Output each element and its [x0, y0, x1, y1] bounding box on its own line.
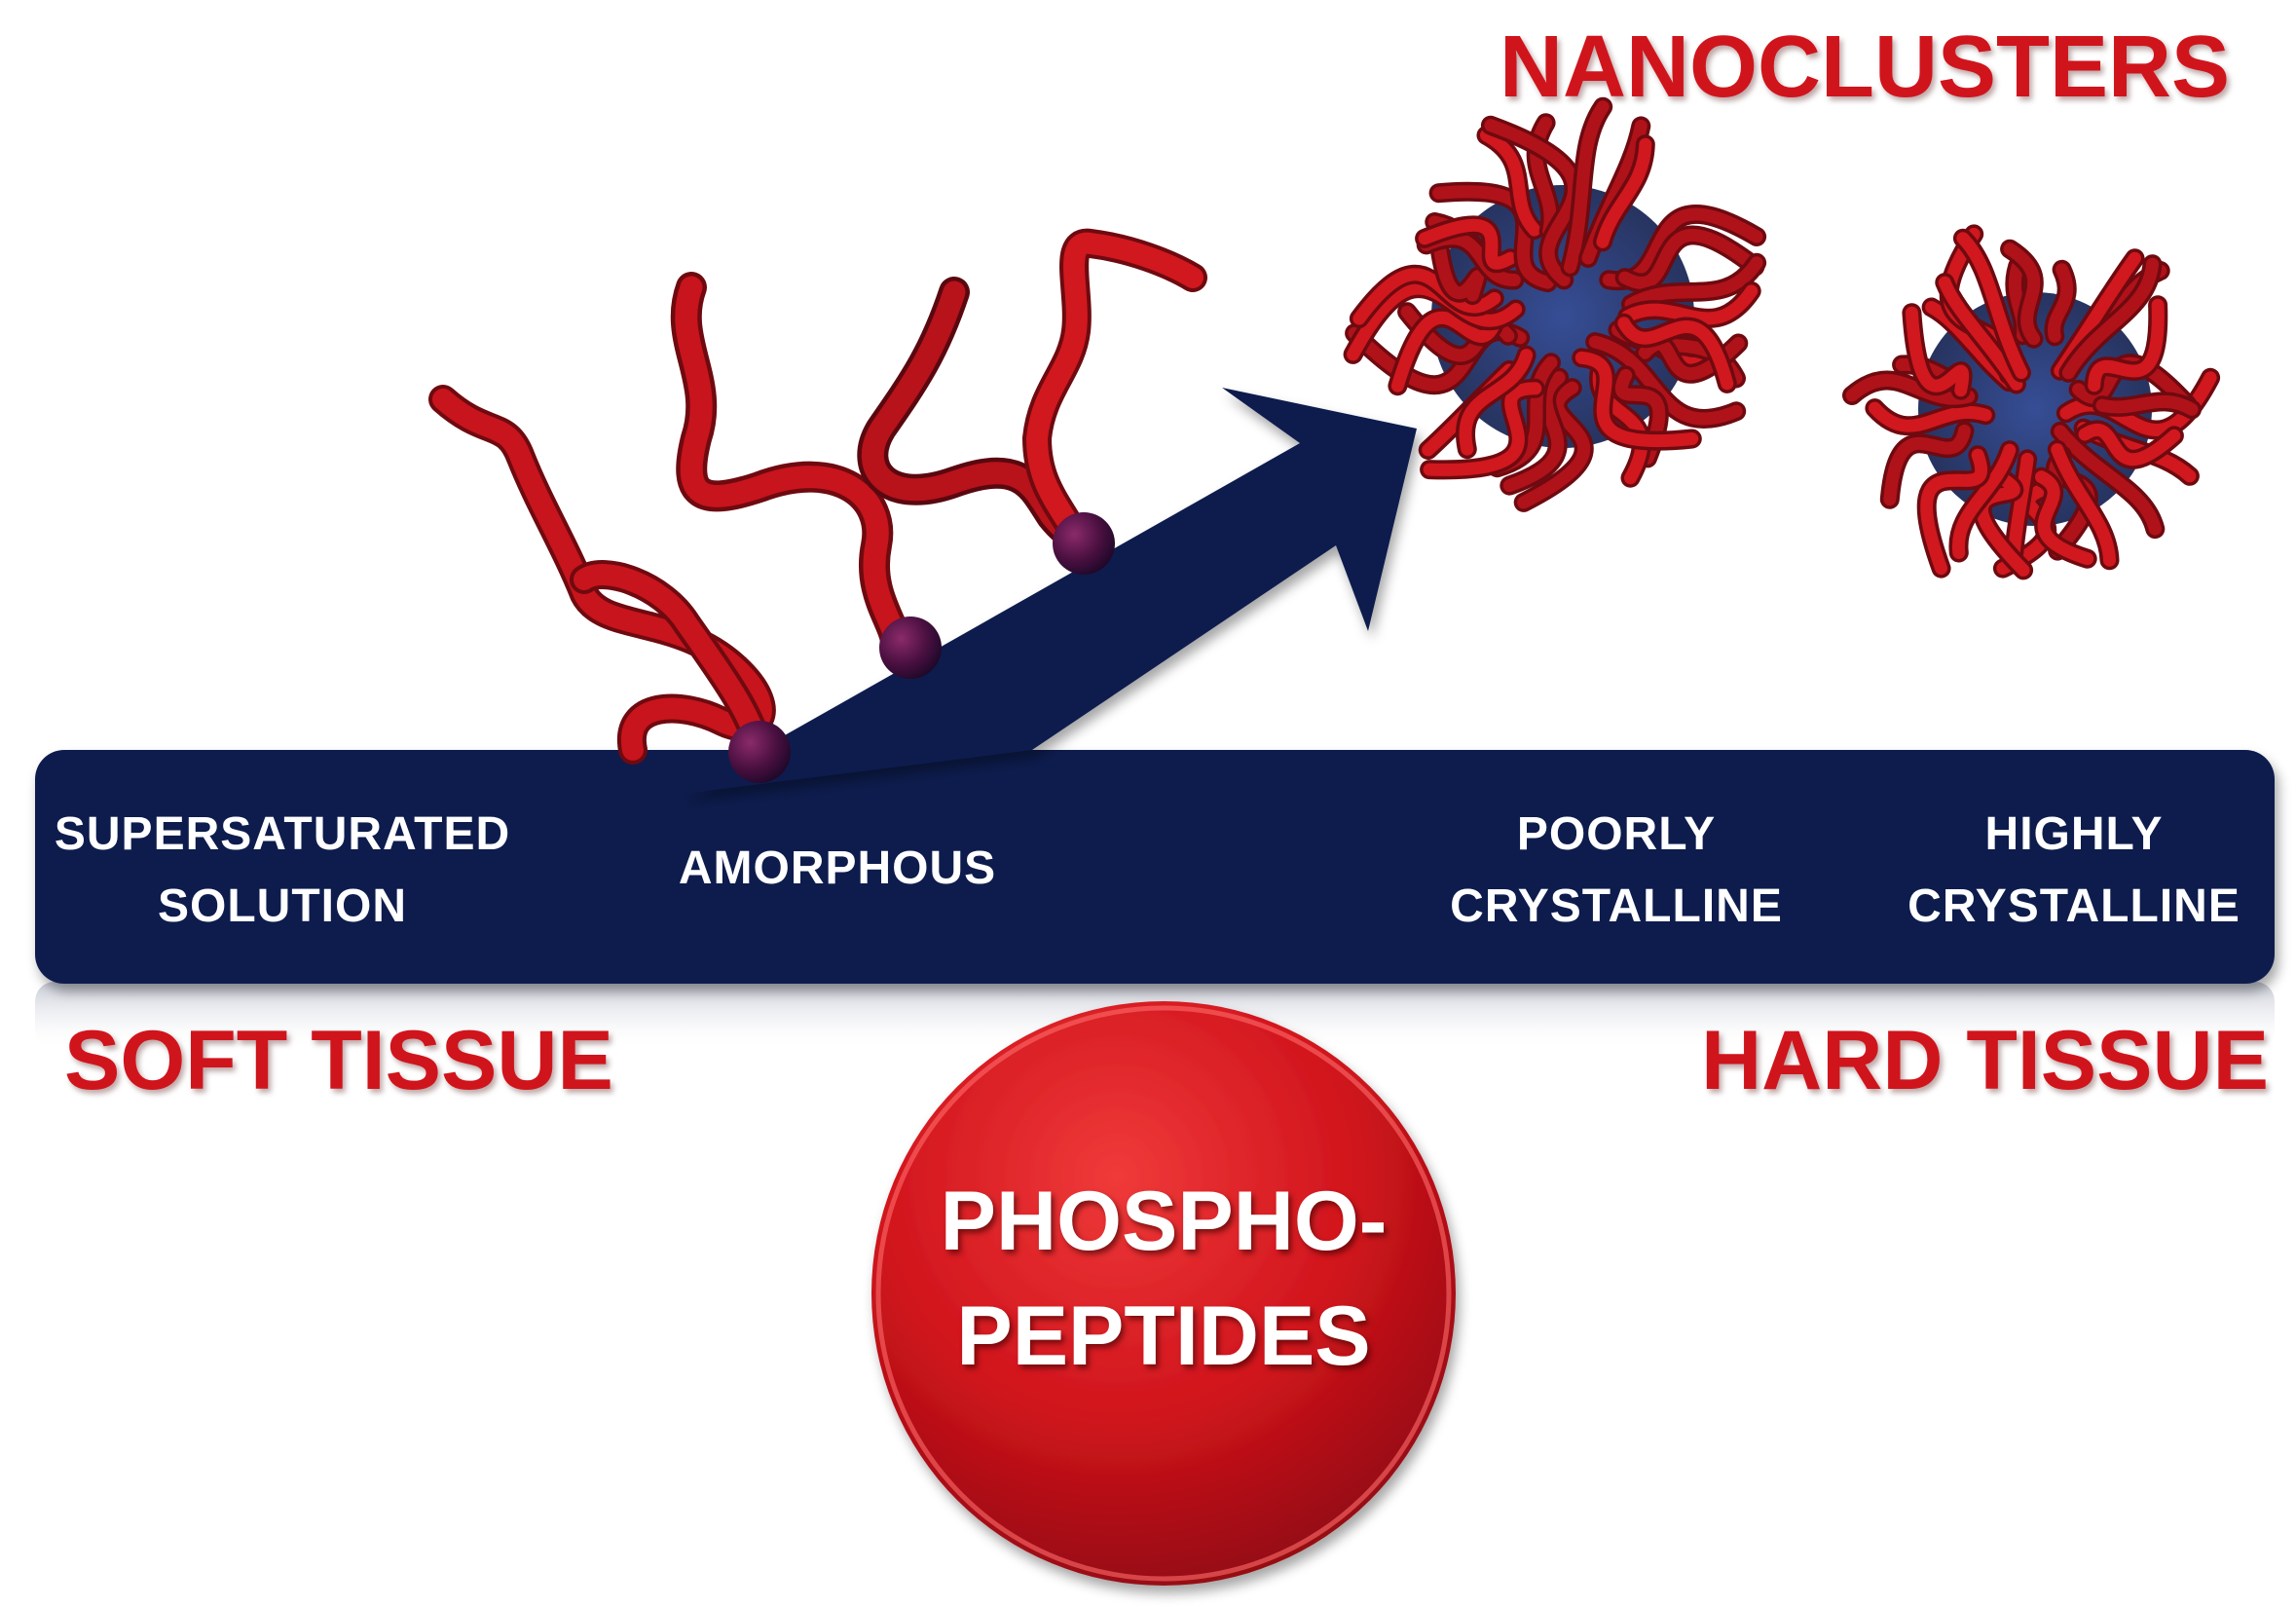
cluster-arm: [1564, 100, 1610, 274]
cluster-arm: [2088, 298, 2165, 392]
phosphate-bead-3: [1053, 512, 1115, 575]
cluster-arm: [1574, 351, 1699, 448]
cluster-arm: [1920, 448, 1988, 576]
cluster-arm: [1618, 229, 1761, 289]
cluster-arm: [2095, 394, 2199, 416]
stage-supersaturated-solution: SUPERSATURATED SOLUTION: [39, 799, 526, 943]
cluster-arm: [1845, 374, 1976, 405]
circle-rim: [875, 1005, 1452, 1582]
cluster-arm: [1502, 371, 1566, 493]
stage-1-line2: SOLUTION: [158, 880, 407, 932]
cluster-arm: [2047, 263, 2074, 343]
cluster-arm: [1952, 443, 2017, 559]
strand-1: [428, 385, 776, 765]
progress-arrow: [682, 388, 1417, 794]
stage-4-line1: HIGHLY: [1984, 808, 2164, 860]
process-bar: [35, 750, 2275, 984]
stage-amorphous: AMORPHOUS: [613, 833, 1061, 905]
cluster-arm: [1956, 232, 2028, 380]
cluster-arm: [1624, 256, 1763, 311]
cluster-arm: [1617, 317, 1734, 391]
cluster-arm: [2078, 423, 2181, 467]
cluster-arm: [1517, 381, 1591, 509]
cluster-arm: [1480, 129, 1541, 237]
cluster-arm: [1905, 306, 1970, 397]
cluster-arm: [2061, 257, 2159, 380]
stage-2-line1: AMORPHOUS: [678, 842, 997, 894]
cluster-arm: [1938, 276, 2023, 391]
cluster-arm: [2054, 425, 2162, 536]
strand-4: [1022, 228, 1207, 560]
circle-label: PHOSPHO- PEPTIDES: [871, 1164, 1456, 1394]
phosphate-bead-2: [879, 617, 942, 679]
cluster-arm: [1620, 284, 1759, 325]
cluster-arm: [2051, 443, 2116, 567]
nanoclusters-label: NANOCLUSTERS: [1500, 19, 2231, 116]
strand-2: [670, 272, 911, 658]
nanocluster-2: [1842, 224, 2221, 580]
cluster-arm: [1484, 119, 1581, 286]
cluster-arm: [1423, 382, 1542, 476]
stage-4-line2: CRYSTALLINE: [1907, 880, 2240, 932]
circle-line2: PEPTIDES: [956, 1289, 1371, 1383]
cluster-arm: [1390, 311, 1503, 392]
stage-poorly-crystalline: POORLY CRYSTALLINE: [1402, 799, 1831, 943]
cluster-arm: [1418, 218, 1517, 270]
cluster-arm: [1883, 424, 1971, 506]
cluster-arm: [2035, 470, 2094, 566]
phosphopeptides-circle: [871, 1001, 1456, 1586]
stage-3-line1: POORLY: [1516, 808, 1717, 860]
cluster-arm: [1459, 349, 1534, 456]
cluster-arm: [1430, 218, 1485, 302]
cluster-arm: [1352, 268, 1501, 325]
cluster-arm: [1868, 401, 1992, 432]
stage-3-line2: CRYSTALLINE: [1450, 880, 1783, 932]
cluster-arm: [1614, 368, 1666, 465]
soft-tissue-label: SOFT TISSUE: [64, 1014, 613, 1107]
cluster-arm: [1596, 137, 1652, 248]
nanocluster-1: [1343, 96, 1767, 512]
circle-line1: PHOSPHO-: [940, 1175, 1388, 1268]
stage-1-line1: SUPERSATURATED: [54, 808, 511, 860]
stage-highly-crystalline: HIGHLY CRYSTALLINE: [1870, 799, 2278, 943]
cluster-arm: [2003, 243, 2041, 346]
phosphate-bead-1: [728, 721, 791, 783]
cluster-arm: [2007, 452, 2034, 559]
hard-tissue-label: HARD TISSUE: [1701, 1014, 2269, 1107]
peptide-strands: [428, 228, 1207, 765]
